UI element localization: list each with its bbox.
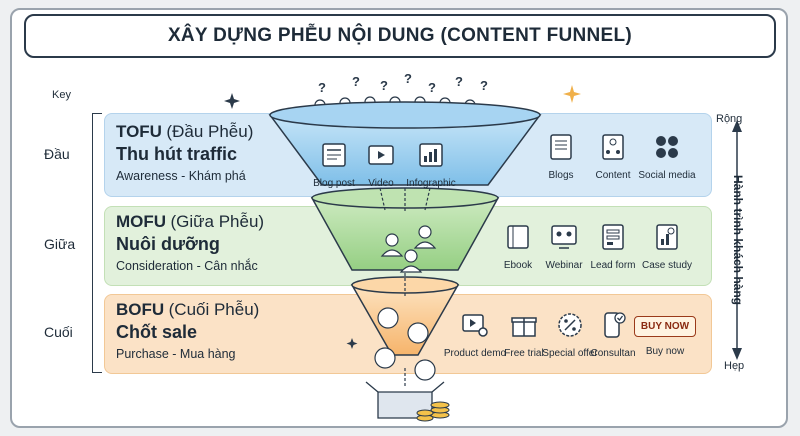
tofu-text: TOFU (Đầu Phễu) Thu hút traffic Awarenes… [116, 122, 253, 183]
svg-text:?: ? [428, 80, 436, 95]
question-marks: ???? ??? [318, 71, 488, 95]
level-label-top: Đầu [44, 146, 70, 162]
channel-lead-form: Lead form [578, 222, 648, 271]
bofu-goal: Chốt sale [116, 322, 198, 342]
mofu-people [380, 225, 437, 273]
funnel-item-video: Video [346, 140, 416, 189]
diagram-title: XÂY DỰNG PHỄU NỘI DUNG (CONTENT FUNNEL) [167, 25, 633, 46]
video-icon [368, 145, 394, 165]
gift-icon [511, 317, 537, 337]
product-demo-icon [462, 314, 488, 337]
social-media-icon [656, 136, 678, 158]
flow-arrows [379, 187, 431, 388]
svg-text:?: ? [480, 78, 488, 93]
channel-content: Content [578, 132, 648, 181]
coins-icon [416, 401, 450, 422]
mofu-sub: (Giữa Phễu) [170, 212, 265, 231]
channel-blogs: Blogs [526, 132, 596, 181]
funnel-item-infographic: Infographic [396, 140, 466, 189]
ebook-icon [507, 225, 529, 249]
channel-ebook: Ebook [483, 222, 553, 271]
channel-social-media: Social media [632, 132, 702, 181]
svg-text:?: ? [380, 78, 388, 93]
svg-text:?: ? [318, 80, 326, 95]
channel-case-study: Case study [632, 222, 702, 271]
bofu-people [374, 307, 436, 381]
tofu-desc: Awareness - Khám phá [116, 169, 246, 183]
bofu-text: BOFU (Cuối Phễu) Chốt sale Purchase - Mu… [116, 300, 259, 361]
title-bar: XÂY DỰNG PHỄU NỘI DUNG (CONTENT FUNNEL) [24, 14, 776, 58]
journey-arrow [732, 120, 742, 360]
level-label-bottom: Cuối [44, 324, 73, 340]
bofu-sub: (Cuối Phễu) [168, 300, 260, 319]
blog-post-icon [322, 143, 346, 167]
journey-label: Hành trình khách hàng [731, 174, 745, 306]
level-label-middle: Giữa [44, 236, 76, 252]
channel-buy-now: BUY NOW Buy now [630, 312, 700, 357]
case-study-icon [656, 224, 678, 250]
tofu-sub: (Đầu Phễu) [166, 122, 254, 141]
funnel-top-rim [269, 101, 541, 129]
channel-webinar: Webinar [529, 222, 599, 271]
journey-bottom-label: Hẹp [724, 360, 745, 372]
content-icon [602, 134, 624, 160]
channel-product-demo: Product demo [440, 310, 510, 359]
webinar-icon [551, 225, 577, 249]
tofu-goal: Thu hút traffic [116, 144, 237, 164]
mofu-desc: Consideration - Cân nhắc [116, 259, 258, 273]
discount-badge-icon [558, 313, 582, 337]
phone-consult-icon [604, 312, 626, 338]
infographic-icon [419, 143, 443, 167]
svg-text:?: ? [455, 74, 463, 89]
mofu-acronym: MOFU [116, 212, 167, 231]
bofu-desc: Purchase - Mua hàng [116, 347, 236, 361]
channel-special-offer: Special offer [535, 310, 605, 359]
journey-top-label: Rộng [716, 113, 743, 125]
channel-free-trial: Free trial [489, 310, 559, 359]
level-bracket [92, 113, 102, 373]
key-label: Key [52, 89, 71, 101]
lead-form-icon [602, 224, 624, 250]
funnel-item-blog-post: Blog post [299, 140, 369, 189]
channel-consultan: Consultan [578, 310, 648, 359]
buy-now-badge: BUY NOW [633, 316, 697, 337]
blogs-icon [550, 134, 572, 160]
tofu-acronym: TOFU [116, 122, 162, 141]
mofu-text: MOFU (Giữa Phễu) Nuôi dưỡng Consideratio… [116, 212, 264, 273]
svg-text:?: ? [352, 74, 360, 89]
mofu-goal: Nuôi dưỡng [116, 234, 220, 254]
svg-text:?: ? [404, 71, 412, 86]
bofu-acronym: BOFU [116, 300, 165, 319]
sparkle-icon [224, 85, 581, 349]
